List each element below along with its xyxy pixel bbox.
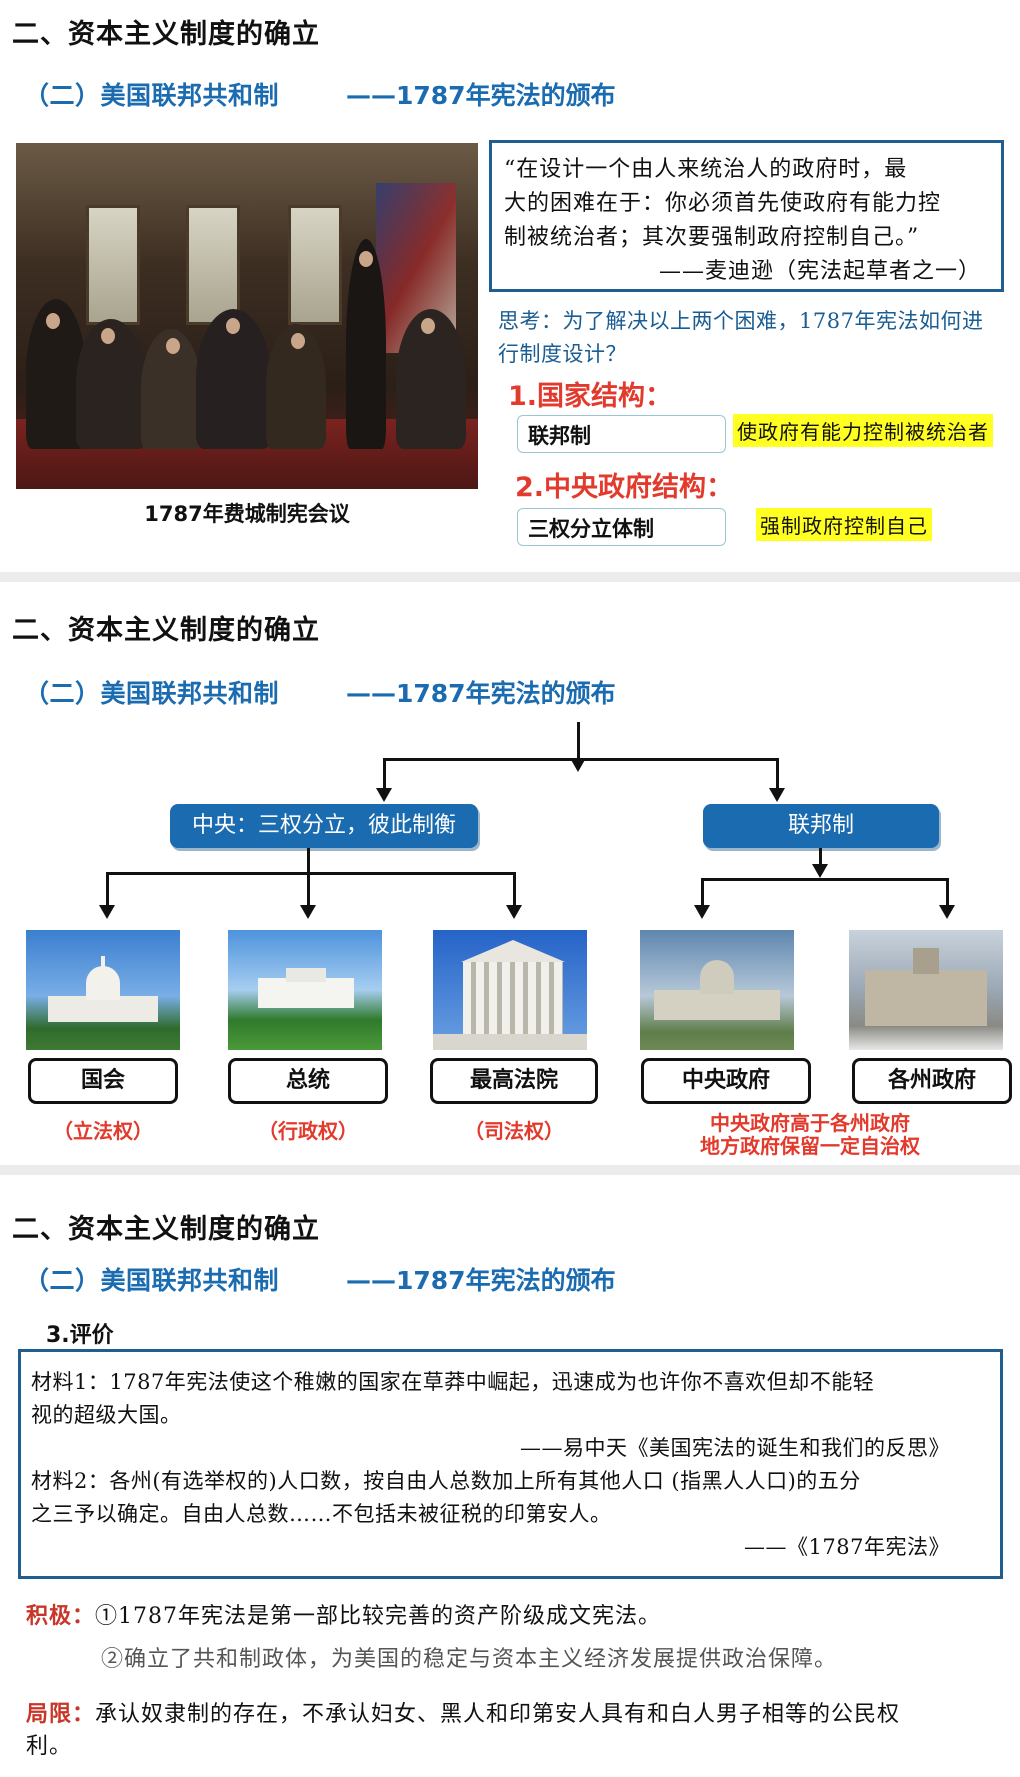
materials-box: 材料1：1787年宪法使这个稚嫩的国家在草莽中崛起，迅速成为也许你不喜欢但却不能… — [18, 1349, 1003, 1579]
sub-title-right: ——1787年宪法的颁布 — [346, 76, 616, 112]
think-question: 思考：为了解决以上两个困难，1787年宪法如何进 行制度设计？ — [498, 305, 1008, 371]
central-structure-heading: 2.中央政府结构： — [515, 465, 733, 504]
executive-power: （行政权） — [228, 1115, 388, 1144]
congress-label: 国会 — [28, 1058, 178, 1104]
material-2-source: ——《1787年宪法》 — [31, 1531, 990, 1564]
madison-quote-box: “在设计一个由人来统治人的政府时，最 大的困难在于：你必须首先使政府有能力控 制… — [489, 140, 1004, 292]
central-three-powers-box: 中央：三权分立，彼此制衡 — [170, 804, 478, 848]
quote-line: “在设计一个由人来统治人的政府时，最 — [504, 153, 989, 187]
section-title: 二、资本主义制度的确立 — [12, 608, 320, 647]
three-powers-answer-box: 三权分立体制 — [517, 508, 726, 546]
president-label: 总统 — [228, 1058, 388, 1104]
three-powers-highlight: 强制政府控制自己 — [756, 508, 932, 541]
section-title: 二、资本主义制度的确立 — [12, 12, 320, 51]
white-house-photo — [228, 930, 382, 1050]
material-2-line: 材料2：各州(有选举权的)人口数，按自由人总数加上所有其他人口 (指黑人人口)的… — [31, 1465, 990, 1498]
state-government-label: 各州政府 — [852, 1058, 1012, 1104]
legislative-power: （立法权） — [28, 1115, 178, 1144]
sub-title-right: ——1787年宪法的颁布 — [346, 1261, 616, 1297]
material-2-line: 之三予以确定。自由人总数……不包括未被征税的印第安人。 — [31, 1498, 990, 1531]
sub-title-right: ——1787年宪法的颁布 — [346, 674, 616, 710]
material-1-source: ——易中天《美国宪法的诞生和我们的反思》 — [31, 1432, 990, 1465]
slide-1: 二、资本主义制度的确立 （二）美国联邦共和制 ——1787年宪法的颁布 1787… — [0, 0, 1020, 572]
limitation-label: 局限： — [26, 1701, 95, 1727]
quote-line: 制被统治者；其次要强制政府控制自己。” — [504, 221, 989, 255]
state-government-photo — [849, 930, 1003, 1050]
capitol-photo — [26, 930, 180, 1050]
convention-painting — [16, 143, 478, 489]
quote-line: 大的困难在于：你必须首先使政府有能力控 — [504, 187, 989, 221]
section-title: 二、资本主义制度的确立 — [12, 1207, 320, 1246]
federal-highlight: 使政府有能力控制被统治者 — [733, 414, 993, 447]
positive-line-1: 积极：①1787年宪法是第一部比较完善的资产阶级成文宪法。 — [26, 1598, 661, 1630]
federal-answer-box: 联邦制 — [517, 415, 726, 453]
supreme-court-label: 最高法院 — [430, 1058, 598, 1104]
limitation-text: 局限：承认奴隶制的存在，不承认妇女、黑人和印第安人具有和白人男子相等的公民权 利… — [26, 1698, 1001, 1763]
central-government-label: 中央政府 — [641, 1058, 811, 1104]
material-1-line: 视的超级大国。 — [31, 1399, 990, 1432]
positive-line-2: ②确立了共和制政体，为美国的稳定与资本主义经济发展提供政治保障。 — [101, 1641, 837, 1673]
quote-author: ——麦迪逊（宪法起草者之一） — [504, 255, 989, 289]
federal-system-box: 联邦制 — [703, 804, 939, 848]
federal-note: 中央政府高于各州政府 地方政府保留一定自治权 — [650, 1112, 970, 1158]
national-structure-heading: 1.国家结构： — [508, 374, 672, 413]
painting-caption: 1787年费城制宪会议 — [16, 498, 478, 528]
material-1-line: 材料1：1787年宪法使这个稚嫩的国家在草莽中崛起，迅速成为也许你不喜欢但却不能… — [31, 1366, 990, 1399]
sub-title: （二）美国联邦共和制 — [24, 76, 279, 112]
sub-title: （二）美国联邦共和制 — [24, 1261, 279, 1297]
slide-2: 二、资本主义制度的确立 （二）美国联邦共和制 ——1787年宪法的颁布 中央：三… — [0, 582, 1020, 1165]
positive-label: 积极： — [26, 1603, 95, 1629]
judicial-power: （司法权） — [430, 1115, 598, 1144]
supreme-court-photo — [433, 930, 587, 1050]
evaluation-title: 3.评价 — [46, 1317, 114, 1349]
sub-title: （二）美国联邦共和制 — [24, 674, 279, 710]
central-government-photo — [640, 930, 794, 1050]
